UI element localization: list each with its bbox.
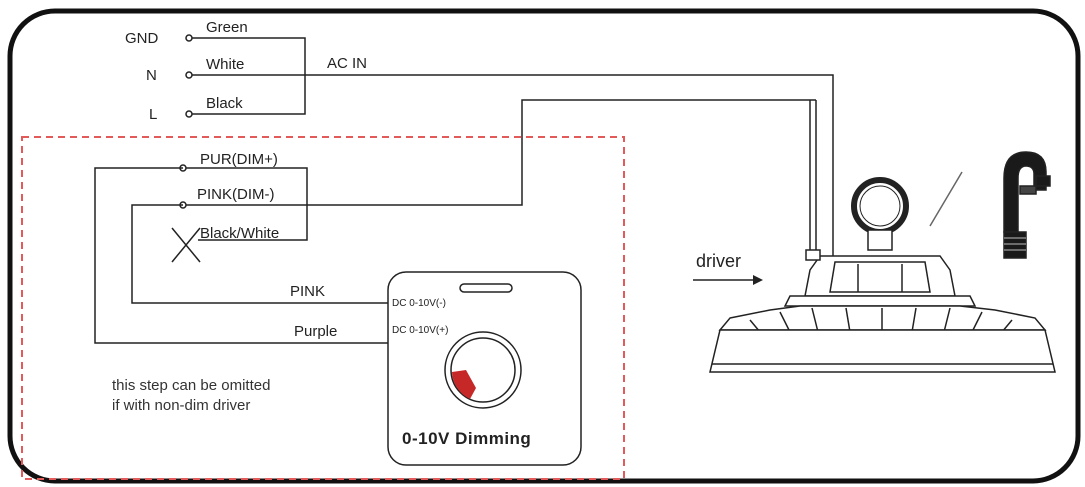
ac-in-label: AC IN bbox=[327, 55, 368, 72]
outer-frame bbox=[7, 8, 1081, 484]
hook-hanger-icon bbox=[1003, 151, 1051, 259]
pink-dim-label: PINK(DIM-) bbox=[197, 186, 275, 203]
omit-note-line1: this step can be omitted bbox=[112, 377, 271, 394]
highbay-fixture bbox=[709, 177, 1056, 373]
pur-dim-label: PUR(DIM+) bbox=[200, 151, 278, 168]
black-white-label: Black/White bbox=[200, 225, 280, 242]
pink-dim-wire bbox=[186, 99, 816, 206]
pur-bracket-wire bbox=[186, 167, 308, 241]
dimmer-knob-indicator bbox=[452, 370, 476, 399]
pink-wire-label: PINK bbox=[290, 283, 326, 300]
dimmer-title: 0-10V Dimming bbox=[402, 429, 532, 448]
gnd-terminal-dot bbox=[185, 34, 193, 42]
dimmer-positive-terminal: DC 0-10V(+) bbox=[392, 325, 449, 336]
unused-x-b bbox=[171, 227, 201, 263]
driver-label: driver bbox=[696, 251, 742, 271]
divider-slash bbox=[929, 171, 963, 227]
pink-wire bbox=[131, 204, 388, 304]
dimmer-negative-terminal: DC 0-10V(-) bbox=[392, 298, 446, 309]
driver-arrow-head bbox=[753, 275, 763, 285]
white-wire-label: White bbox=[206, 56, 245, 73]
dimmer-slot bbox=[459, 283, 513, 293]
gnd-wire bbox=[192, 37, 306, 115]
optional-dim-box bbox=[21, 136, 625, 480]
n-terminal-label: N bbox=[146, 67, 157, 84]
n-wire bbox=[192, 74, 834, 256]
l-terminal-label: L bbox=[149, 106, 158, 123]
green-wire-label: Green bbox=[206, 19, 248, 36]
omit-note-line2: if with non-dim driver bbox=[112, 397, 251, 414]
gnd-terminal-label: GND bbox=[125, 30, 159, 47]
dimmer-knob-inner bbox=[450, 337, 516, 403]
purple-wire-label: Purple bbox=[294, 323, 338, 340]
l-terminal-dot bbox=[185, 110, 193, 118]
black-wire-label: Black bbox=[206, 95, 243, 112]
n-terminal-dot bbox=[185, 71, 193, 79]
omit-note: this step can be omitted if with non-dim… bbox=[112, 376, 270, 416]
purple-wire bbox=[94, 167, 388, 344]
